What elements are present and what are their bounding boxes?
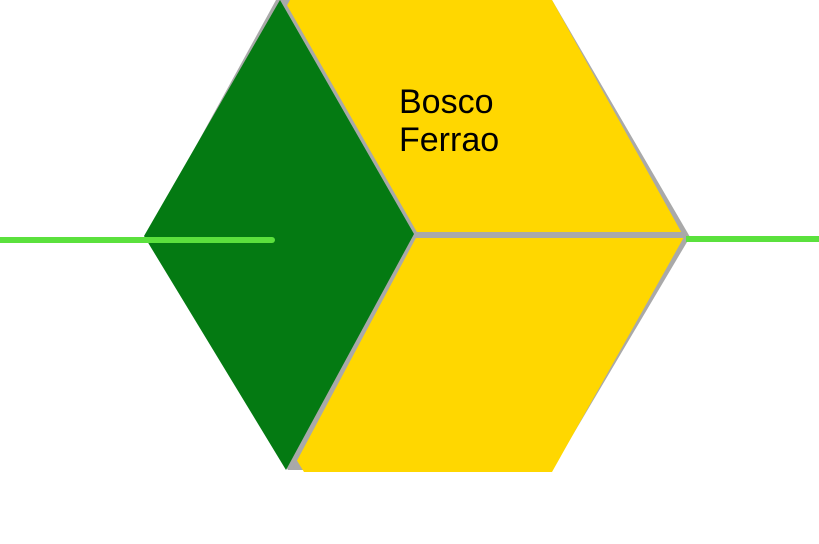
name-label: Bosco Ferrao: [399, 83, 499, 159]
name-label-first: Bosco: [399, 83, 494, 121]
diamond: [144, 0, 414, 470]
name-label-last: Ferrao: [399, 121, 500, 159]
